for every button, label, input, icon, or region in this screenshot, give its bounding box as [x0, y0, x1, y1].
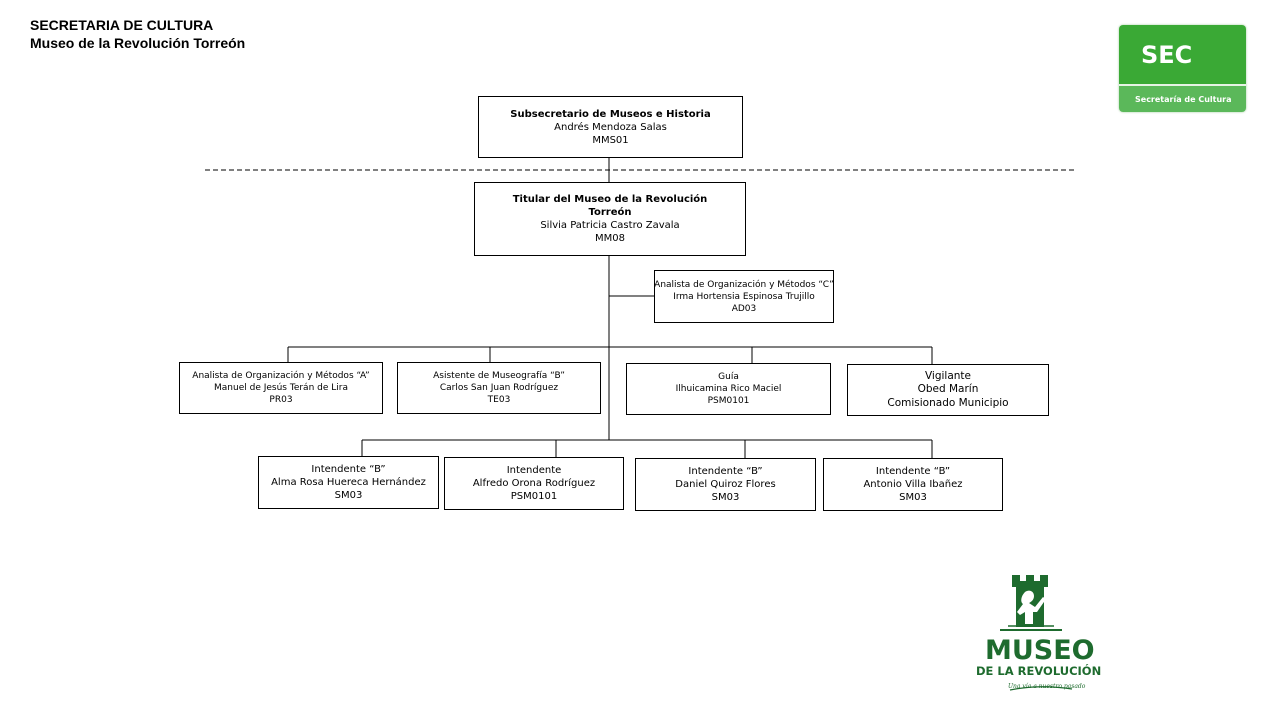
org-box-asistente: Asistente de Museografía “B” Carlos San … [397, 362, 601, 414]
vigilante-title: Vigilante [924, 369, 972, 382]
sec-logo: SEC Secretaría de Cultura [1119, 25, 1246, 112]
guia-name: Ilhuicamina Rico Maciel [675, 384, 782, 394]
titular-name: Silvia Patricia Castro Zavala [540, 220, 680, 231]
analista-a-code: PR03 [269, 395, 293, 405]
intendente-3-code: SM03 [711, 492, 740, 503]
org-box-guia: Guía Ilhuicamina Rico Maciel PSM0101 [626, 363, 831, 415]
asistente-name: Carlos San Juan Rodríguez [439, 383, 559, 393]
sec-logo-main: SEC [1119, 25, 1246, 84]
vigilante-code: Comisionado Municipio [887, 396, 1009, 409]
intendente-2-title: Intendente [506, 465, 562, 476]
intendente-1-title: Intendente “B” [311, 464, 386, 475]
intendente-2-name: Alfredo Orona Rodríguez [472, 478, 596, 489]
guia-title: Guía [718, 372, 739, 382]
subsecretario-title: Subsecretario de Museos e Historia [510, 108, 711, 120]
org-box-intendente-4: Intendente “B” Antonio Villa Ibañez SM03 [823, 458, 1003, 511]
intendente-4-name: Antonio Villa Ibañez [863, 479, 963, 490]
intendente-1-code: SM03 [334, 490, 363, 501]
org-box-intendente-2: Intendente Alfredo Orona Rodríguez PSM01… [444, 457, 624, 510]
vigilante-name: Obed Marín [917, 383, 979, 396]
museo-logo-sub: DE LA REVOLUCIÓN [976, 664, 1102, 678]
titular-code: MM08 [595, 233, 625, 244]
org-box-titular: Titular del Museo de la Revolución Torre… [474, 182, 746, 256]
header-title: SECRETARIA DE CULTURA [30, 17, 214, 33]
museo-tower-icon [1000, 575, 1073, 691]
analista-c-title: Analista de Organización y Métodos “C” [654, 279, 834, 290]
org-box-vigilante: Vigilante Obed Marín Comisionado Municip… [847, 364, 1049, 416]
sec-logo-sub: Secretaría de Cultura [1119, 84, 1246, 112]
intendente-2-code: PSM0101 [510, 491, 558, 502]
intendente-4-title: Intendente “B” [875, 466, 951, 477]
analista-c-code: AD03 [731, 303, 757, 314]
museo-logo-tagline: Una vía a nuestro pasado [1008, 683, 1086, 690]
intendente-1-name: Alma Rosa Huereca Hernández [271, 477, 426, 488]
museo-logo-word: MUSEO [985, 635, 1095, 666]
org-box-analista-c: Analista de Organización y Métodos “C” I… [654, 270, 834, 323]
subsecretario-name: Andrés Mendoza Salas [554, 121, 667, 133]
org-box-intendente-1: Intendente “B” Alma Rosa Huereca Hernánd… [258, 456, 439, 509]
asistente-code: TE03 [487, 395, 511, 405]
subsecretario-code: MMS01 [592, 134, 629, 146]
org-box-intendente-3: Intendente “B” Daniel Quiroz Flores SM03 [635, 458, 816, 511]
guia-code: PSM0101 [707, 396, 750, 406]
asistente-title: Asistente de Museografía “B” [433, 371, 565, 381]
titular-title-2: Torreón [588, 207, 632, 218]
intendente-4-code: SM03 [899, 492, 927, 503]
analista-a-name: Manuel de Jesús Terán de Lira [214, 383, 348, 393]
intendente-3-title: Intendente “B” [688, 466, 763, 477]
header-subtitle: Museo de la Revolución Torreón [30, 35, 246, 51]
intendente-3-name: Daniel Quiroz Flores [675, 479, 776, 490]
analista-a-title: Analista de Organización y Métodos “A” [192, 371, 370, 381]
org-box-subsecretario: Subsecretario de Museos e Historia André… [478, 96, 743, 158]
analista-c-name: Irma Hortensia Espinosa Trujillo [673, 291, 815, 302]
titular-title: Titular del Museo de la Revolución [512, 194, 708, 205]
org-box-analista-a: Analista de Organización y Métodos “A” M… [179, 362, 383, 414]
